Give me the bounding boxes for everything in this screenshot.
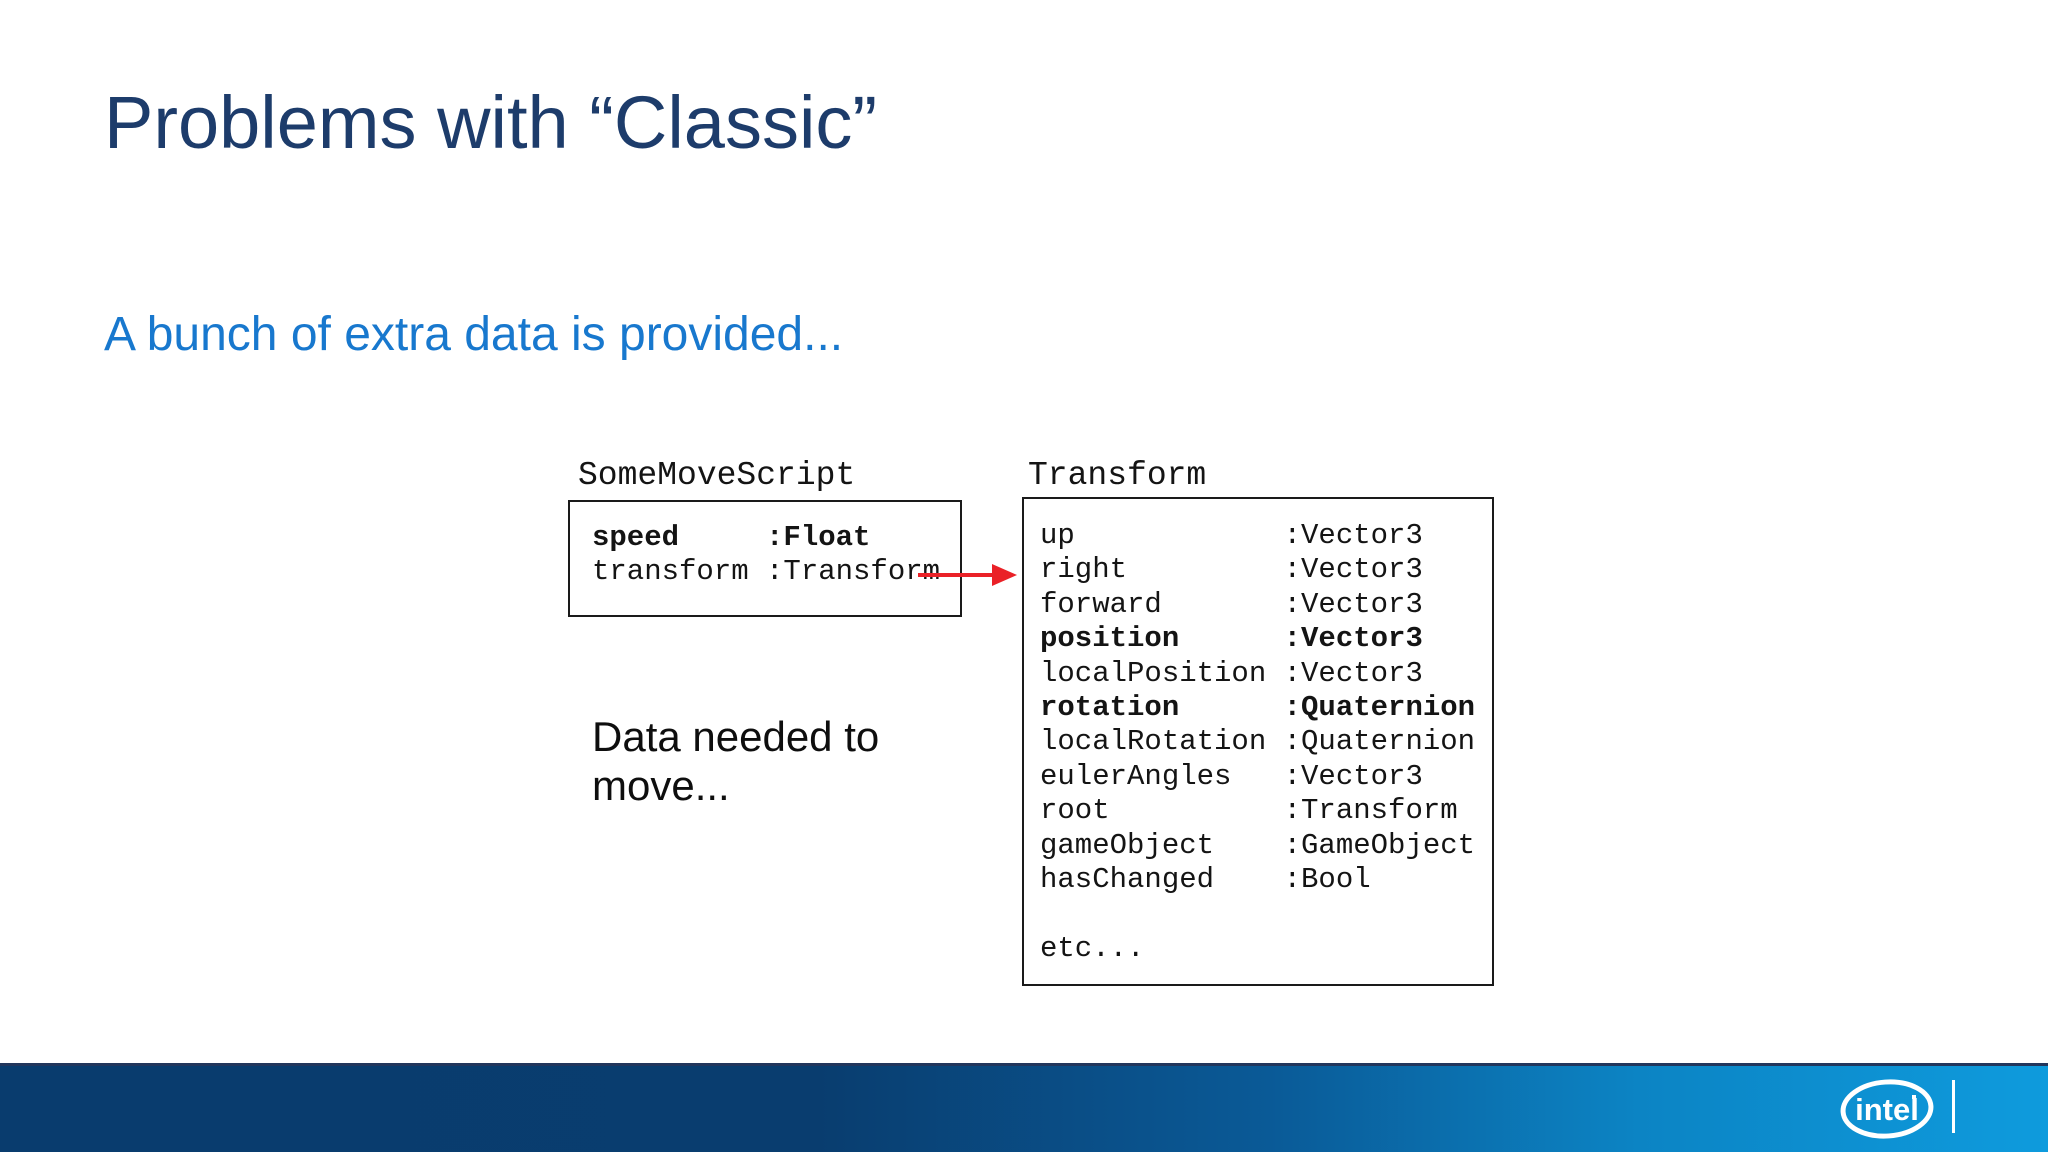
member-name: position (1040, 622, 1180, 656)
member-row: position :Vector3 (1040, 622, 1475, 656)
slide-subtitle: A bunch of extra data is provided... (104, 308, 844, 361)
member-type: :Quaternion (1283, 725, 1476, 759)
member-name: localRotation (1040, 725, 1267, 759)
member-name: right (1040, 553, 1128, 587)
member-type: :Transform (766, 555, 941, 589)
member-type: :Vector3 (1283, 553, 1423, 587)
member-type: :Vector3 (1283, 622, 1423, 656)
member-type: :Vector3 (1283, 656, 1423, 690)
member-name: rotation (1040, 691, 1180, 725)
member-row: localPosition :Vector3 (1040, 657, 1475, 691)
member-type: :Transform (1283, 794, 1458, 828)
reference-arrow-head-icon (992, 564, 1017, 586)
footer-accent-line (0, 1063, 2048, 1066)
member-row: eulerAngles :Vector3 (1040, 760, 1475, 794)
script-member-list: speed :Float transform :Transform (592, 521, 940, 590)
member-row: forward :Vector3 (1040, 588, 1475, 622)
member-row: rotation :Quaternion (1040, 691, 1475, 725)
member-row: up :Vector3 (1040, 519, 1475, 553)
annotation-text: Data needed to move... (592, 713, 880, 809)
member-row: speed :Float (592, 521, 940, 555)
script-box-label: SomeMoveScript (578, 457, 856, 494)
member-type: :Quaternion (1283, 691, 1476, 725)
member-name: etc... (1040, 931, 1145, 965)
member-type: :Float (766, 521, 871, 554)
member-name: gameObject (1040, 828, 1215, 862)
member-name: localPosition (1040, 656, 1267, 690)
member-name: transform (592, 555, 749, 589)
member-name: hasChanged (1040, 863, 1215, 897)
member-row: etc... (1040, 932, 1475, 966)
member-name: eulerAngles (1040, 759, 1232, 793)
member-row: localRotation :Quaternion (1040, 725, 1475, 759)
member-type: :Vector3 (1283, 519, 1423, 552)
transform-class-box (1022, 497, 1494, 986)
intel-logo-text: intel (1855, 1092, 1919, 1127)
member-row: right :Vector3 (1040, 553, 1475, 587)
member-type: :Bool (1283, 863, 1371, 897)
member-type: :Vector3 (1283, 759, 1423, 793)
member-row: hasChanged :Bool (1040, 863, 1475, 897)
reference-arrow-line (918, 573, 996, 577)
member-name: root (1040, 794, 1110, 828)
member-name: up (1040, 519, 1075, 552)
transform-box-label: Transform (1028, 457, 1207, 494)
page-title: Problems with “Classic” (104, 81, 878, 164)
member-name: forward (1040, 587, 1162, 621)
member-name: speed (592, 521, 680, 554)
member-row (1040, 897, 1475, 931)
footer-bar (0, 1066, 2048, 1152)
member-row: transform :Transform (592, 555, 940, 589)
intel-logo-icon: intel (1840, 1079, 1934, 1139)
footer-divider-line (1952, 1080, 1955, 1133)
member-type: :GameObject (1283, 828, 1476, 862)
member-type: :Vector3 (1283, 587, 1423, 621)
member-row: root :Transform (1040, 794, 1475, 828)
member-row: gameObject :GameObject (1040, 829, 1475, 863)
script-class-box (568, 500, 962, 617)
member-name (1040, 897, 1284, 931)
